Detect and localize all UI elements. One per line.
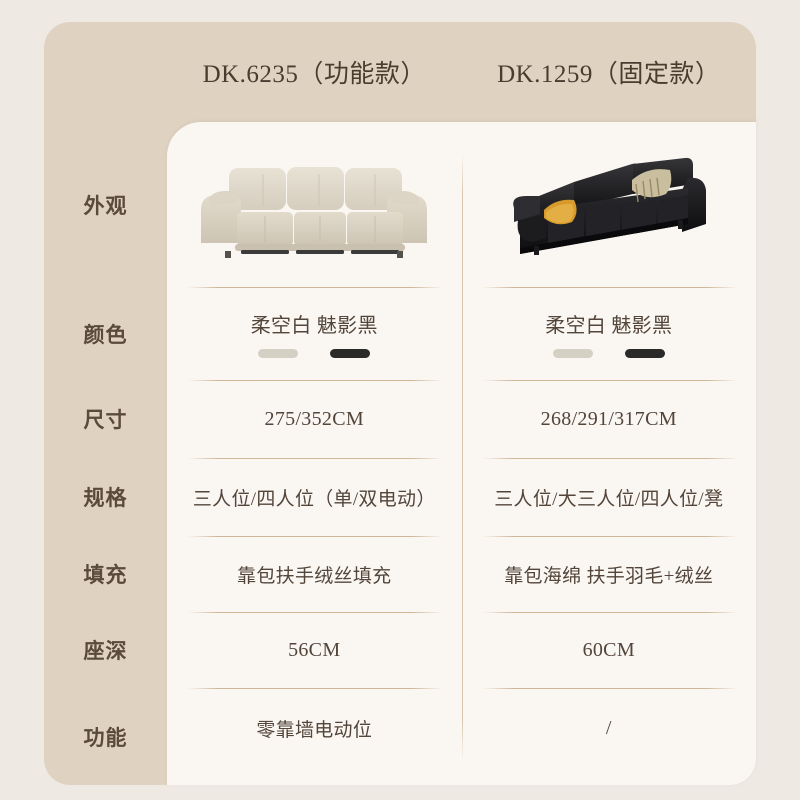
divider-function-left: [187, 688, 443, 689]
cell-color-0: 柔空白 魅影黑: [167, 287, 462, 380]
cell-size-0: 275/352CM: [167, 380, 462, 458]
divider-size-left: [187, 380, 443, 381]
color-names-0: 柔空白 魅影黑: [250, 315, 378, 337]
seat-depth-value-0: 56CM: [288, 638, 341, 661]
product-title-1: DK.1259（固定款）: [497, 61, 721, 88]
row-seat-depth: 56CM 60CM: [167, 612, 756, 688]
cell-size-1: 268/291/317CM: [462, 380, 757, 458]
row-label-filling: 填充: [83, 563, 128, 587]
color-swatches-0: [258, 349, 371, 358]
color-names-1: 柔空白 魅影黑: [545, 315, 673, 337]
function-value-1: /: [605, 716, 612, 739]
cell-seat-depth-1: 60CM: [462, 612, 757, 688]
filling-value-1: 靠包海绵 扶手羽毛+绒丝: [504, 565, 714, 587]
cell-appearance-1: [462, 132, 757, 287]
product-title-0: DK.6235（功能款）: [202, 61, 426, 88]
row-filling: 靠包扶手绒丝填充 靠包海绵 扶手羽毛+绒丝: [167, 536, 756, 612]
function-value-0: 零靠墙电动位: [256, 719, 373, 741]
row-appearance: [167, 132, 756, 287]
cell-filling-0: 靠包扶手绒丝填充: [167, 536, 462, 612]
comparison-panel: 柔空白 魅影黑 柔空白 魅影黑 275/352CM 26: [167, 122, 756, 785]
swatch-dark-0: [330, 349, 371, 358]
column-divider: [462, 152, 463, 762]
swatch-dark-1: [624, 349, 665, 358]
cell-color-1: 柔空白 魅影黑: [462, 287, 757, 380]
swatch-light-1: [552, 349, 593, 358]
size-value-0: 275/352CM: [264, 407, 364, 430]
row-label-size: 尺寸: [83, 408, 128, 432]
row-label-rail: 外观 颜色 尺寸 规格 填充 座深 功能: [44, 122, 167, 785]
cell-filling-1: 靠包海绵 扶手羽毛+绒丝: [462, 536, 757, 612]
divider-seat-depth-right: [482, 612, 738, 613]
row-label-color: 颜色: [83, 322, 128, 347]
filling-value-0: 靠包扶手绒丝填充: [237, 565, 392, 587]
cell-spec-0: 三人位/四人位（单/双电动）: [167, 458, 462, 536]
divider-filling-left: [187, 536, 443, 537]
row-function: 零靠墙电动位 /: [167, 688, 756, 768]
row-label-spec: 规格: [83, 486, 128, 510]
cell-seat-depth-0: 56CM: [167, 612, 462, 688]
sofa-image-black: [462, 150, 757, 270]
row-label-appearance: 外观: [83, 193, 128, 218]
product-header-row: DK.6235（功能款） DK.1259（固定款）: [44, 22, 756, 122]
divider-filling-right: [482, 536, 738, 537]
seat-depth-value-1: 60CM: [582, 638, 635, 661]
spec-value-0: 三人位/四人位（单/双电动）: [192, 488, 436, 510]
size-value-1: 268/291/317CM: [540, 407, 677, 430]
color-swatches-1: [552, 349, 665, 358]
divider-spec-left: [187, 458, 443, 459]
sofa-image-cream: [167, 150, 462, 270]
divider-spec-right: [482, 458, 738, 459]
row-size: 275/352CM 268/291/317CM: [167, 380, 756, 458]
divider-size-right: [482, 380, 738, 381]
row-label-function: 功能: [83, 725, 128, 750]
divider-seat-depth-left: [187, 612, 443, 613]
row-color: 柔空白 魅影黑 柔空白 魅影黑: [167, 287, 756, 380]
cell-function-0: 零靠墙电动位: [167, 688, 462, 768]
divider-color-right: [482, 287, 738, 288]
divider-color-left: [187, 287, 443, 288]
cell-appearance-0: [167, 132, 462, 287]
cell-spec-1: 三人位/大三人位/四人位/凳: [462, 458, 757, 536]
divider-function-right: [482, 688, 738, 689]
cell-function-1: /: [462, 688, 757, 768]
row-spec: 三人位/四人位（单/双电动） 三人位/大三人位/四人位/凳: [167, 458, 756, 536]
row-label-seat-depth: 座深: [83, 639, 128, 663]
swatch-light-0: [258, 349, 299, 358]
spec-value-1: 三人位/大三人位/四人位/凳: [494, 488, 724, 510]
